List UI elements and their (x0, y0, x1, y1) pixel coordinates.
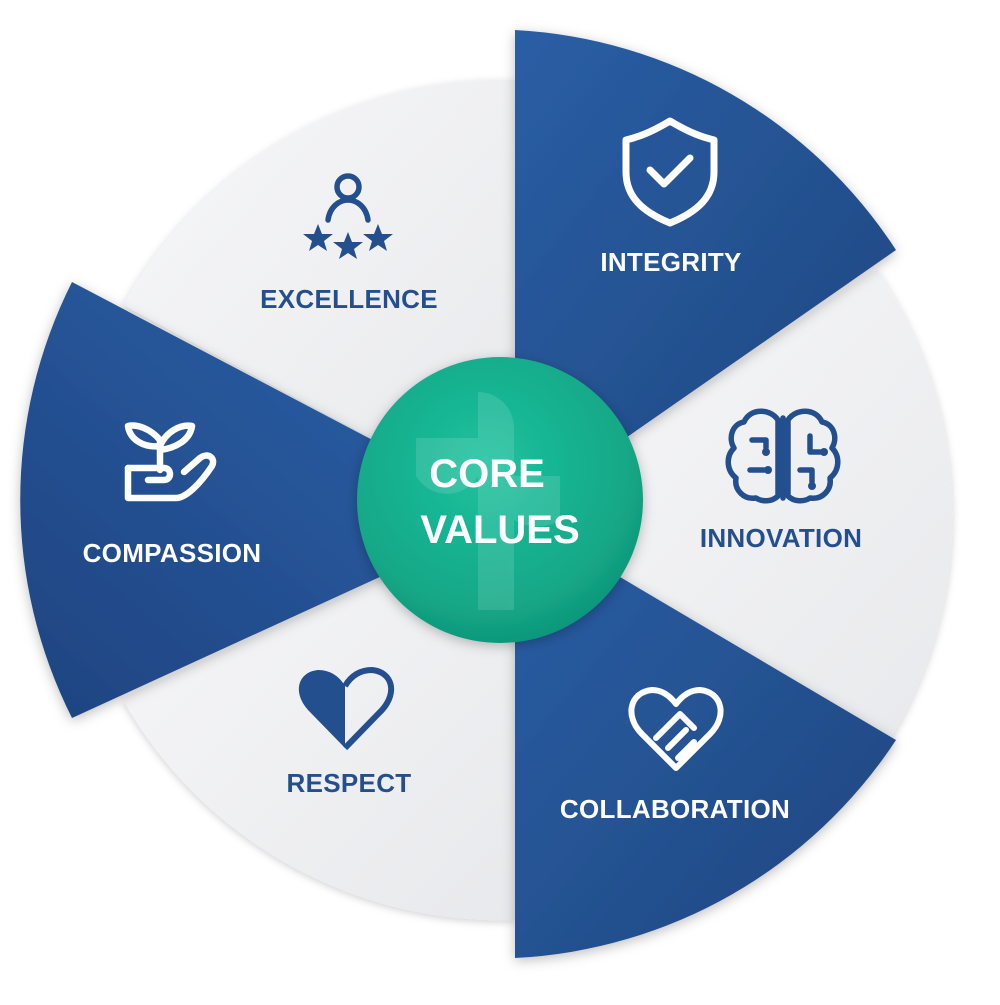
integrity-group: INTEGRITY (600, 117, 741, 277)
center-title-line1: CORE (429, 452, 545, 496)
compassion-group: COMPASSION (83, 422, 262, 568)
center-decoration (416, 392, 560, 610)
segment-compassion (20, 282, 515, 718)
excellence-group: EXCELLENCE (260, 173, 438, 314)
brain-circuit-icon (725, 408, 841, 504)
respect-label: RESPECT (287, 768, 412, 798)
segment-integrity (515, 30, 896, 515)
innovation-label: INNOVATION (700, 523, 862, 553)
integrity-label: INTEGRITY (600, 247, 741, 277)
innovation-group: INNOVATION (700, 408, 862, 553)
person-stars-icon (303, 173, 393, 259)
collaboration-group: COLLABORATION (560, 687, 790, 824)
hand-plant-icon (124, 422, 217, 502)
handshake-heart-icon (628, 687, 724, 771)
collaboration-label: COLLABORATION (560, 794, 790, 824)
segment-innovation (515, 270, 953, 760)
respect-group: RESPECT (287, 667, 412, 798)
center-title-line2: VALUES (420, 508, 579, 552)
half-heart-icon (298, 667, 394, 751)
excellence-label: EXCELLENCE (260, 284, 438, 314)
compassion-label: COMPASSION (83, 538, 262, 568)
shield-check-icon (622, 117, 718, 227)
brain-circuit-nodes (762, 448, 828, 490)
center-circle (357, 357, 643, 643)
